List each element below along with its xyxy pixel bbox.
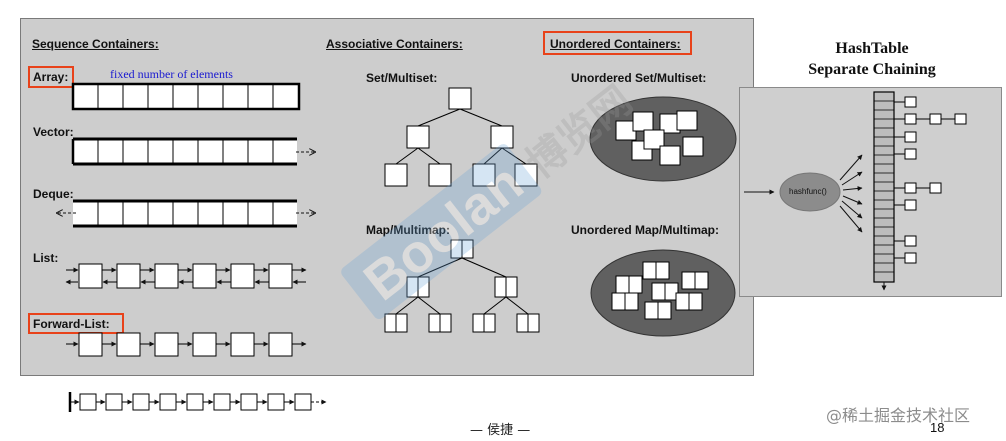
- array-label: Array:: [33, 70, 69, 84]
- set-tree-diagram: [384, 87, 538, 187]
- unordered-set-diagram: [589, 96, 737, 182]
- site-watermark: @稀土掘金技术社区: [826, 406, 971, 425]
- forward-list-label: Forward-List:: [33, 317, 110, 331]
- set-multiset-label: Set/Multiset:: [366, 71, 438, 85]
- unordered-map-label: Unordered Map/Multimap:: [571, 223, 720, 237]
- map-tree-diagram: [384, 239, 540, 333]
- list-diagram: [65, 263, 307, 289]
- unordered-highlight-box: [543, 31, 692, 55]
- array-highlight-box: [28, 66, 74, 88]
- footer-strip-diagram: [68, 392, 327, 412]
- deque-label: Deque:: [33, 187, 74, 201]
- unordered-containers-header: Unordered Containers:: [550, 37, 681, 51]
- hashtable-title: HashTable Separate Chaining: [797, 38, 947, 80]
- footer-author: — 侯捷 —: [470, 423, 531, 438]
- sequence-containers-header: Sequence Containers:: [32, 37, 159, 51]
- forward-list-highlight-box: [28, 313, 124, 334]
- unordered-map-diagram: [590, 249, 736, 337]
- hashfunc-label: hashfunc(): [789, 187, 827, 196]
- map-multimap-label: Map/Multimap:: [366, 223, 450, 237]
- vector-diagram: [71, 137, 315, 166]
- deque-diagram: [57, 199, 315, 228]
- array-diagram: [71, 82, 301, 111]
- unordered-set-label: Unordered Set/Multiset:: [571, 71, 707, 85]
- array-note: fixed number of elements: [110, 67, 233, 81]
- associative-containers-header: Associative Containers:: [326, 37, 463, 51]
- vector-label: Vector:: [33, 125, 74, 139]
- forward-list-diagram: [66, 332, 307, 357]
- hashtable-title-line2: Separate Chaining: [808, 61, 936, 78]
- list-label: List:: [33, 251, 59, 265]
- hashtable-title-line1: HashTable: [835, 40, 909, 57]
- page-number: 18: [930, 420, 945, 435]
